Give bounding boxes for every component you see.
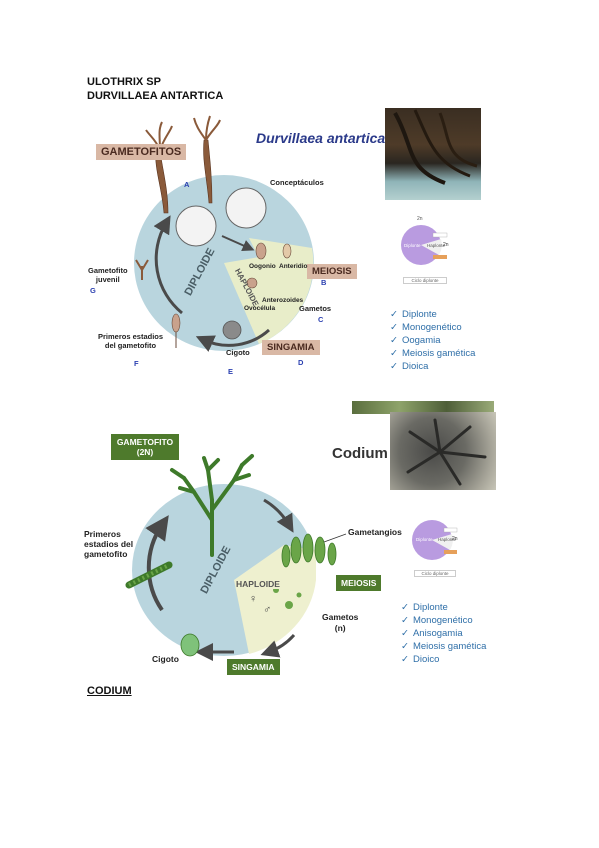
letter-d: D <box>298 358 304 367</box>
header-title-2: DURVILLAEA ANTARTICA <box>87 90 224 102</box>
codium-features: ✓Diplonte ✓Monogenético ✓Anisogamia ✓Mei… <box>401 601 486 666</box>
label-anterozoides: Anterozoides <box>262 297 304 304</box>
feature-item: ✓Diplonte <box>390 309 437 320</box>
label-primeros: Primeros estadios del gametofito <box>98 332 164 350</box>
codium-haploid-wedge <box>234 580 316 654</box>
mini-pie-1 <box>401 225 448 265</box>
tag-gametofitos: GAMETOFITOS <box>96 144 187 160</box>
feature-item: ✓Oogamia <box>390 335 441 346</box>
codium-cycle-svg <box>125 454 347 661</box>
feature-item: ✓Anisogamia <box>401 628 463 639</box>
mini1-top: 2n <box>417 216 423 222</box>
letter-c: C <box>318 315 324 324</box>
letter-b: B <box>321 278 327 287</box>
codium-photo-svg <box>406 418 487 486</box>
mini2-diplonte: Diplonte <box>416 537 433 542</box>
mini2-2n: 2n <box>452 536 458 542</box>
zygote <box>222 320 242 340</box>
durvillaea-cycle-mini: 2n Diplonte Haplonte 2n Ciclo diplonte <box>399 213 449 289</box>
feature-item: ✓Monogenético <box>390 322 462 333</box>
codium-thallus <box>170 454 254 557</box>
codium-tag-singamia: SINGAMIA <box>227 659 280 675</box>
female-icon: ♀ <box>249 593 258 605</box>
label-oogonio: Oogonio <box>249 263 276 270</box>
codium-tag-meiosis: MEIOSIS <box>336 575 382 591</box>
mini2-haplonte: Haplonte <box>438 537 457 542</box>
durvillaea-features: ✓Diplonte ✓Monogenético ✓Oogamia ✓Meiosi… <box>390 308 475 373</box>
check-icon: ✓ <box>390 361 398 372</box>
tag-meiosis: MEIOSIS <box>307 264 357 279</box>
check-icon: ✓ <box>390 322 398 333</box>
tag-singamia: SINGAMIA <box>262 340 320 355</box>
codium-label-primeros: Primeros estadios del gametofito <box>84 529 134 559</box>
check-icon: ✓ <box>401 602 409 613</box>
feature-item: ✓Dioico <box>401 654 440 665</box>
check-icon: ✓ <box>401 654 409 665</box>
codium-photo-strip <box>352 401 494 414</box>
check-icon: ✓ <box>390 335 398 346</box>
mini1-diplonte: Diplonte <box>404 243 421 248</box>
durvillaea-cycle-svg <box>134 115 314 352</box>
label-gametofito-juvenil: Gametofito juvenil <box>88 266 128 284</box>
feature-item: ✓Meiosis gamética <box>390 348 476 359</box>
check-icon: ✓ <box>401 641 409 652</box>
feature-item: ✓Dioica <box>390 361 429 372</box>
durvillaea-diagram: GAMETOFITOS MEIOSIS SINGAMIA Conceptácul… <box>84 108 384 378</box>
label-conceptaculos: Conceptáculos <box>270 178 324 187</box>
codium-photo <box>390 412 496 490</box>
label-gametos: Gametos <box>299 304 332 313</box>
codium-heading: CODIUM <box>87 685 132 697</box>
mini2-caption: Ciclo diplonte <box>414 570 456 577</box>
mini1-haplonte: Haplonte <box>427 243 446 248</box>
codium-label-gametos: Gametos (n) <box>322 612 359 633</box>
letter-a: A <box>184 180 190 189</box>
male-icon: ♂ <box>263 604 272 616</box>
tag-gametofito-2n: GAMETOFITO (2N) <box>111 434 179 460</box>
codium-diagram: GAMETOFITO (2N) MEIOSIS SINGAMIA Gametan… <box>84 430 402 675</box>
letter-g: G <box>90 286 96 295</box>
gametangia <box>281 533 337 568</box>
durvillaea-title: Durvillaea antartica <box>256 130 386 146</box>
feature-item: ✓Diplonte <box>401 602 448 613</box>
label-ovocelula: Ovocélula <box>244 305 276 312</box>
check-icon: ✓ <box>401 628 409 639</box>
label-cigoto: Cigoto <box>226 348 250 357</box>
durvillaea-photo <box>385 108 481 200</box>
kelp-svg <box>393 109 478 185</box>
check-icon: ✓ <box>401 615 409 626</box>
conceptacle-male <box>225 187 267 229</box>
feature-item: ✓Monogenético <box>401 615 473 626</box>
feature-item: ✓Meiosis gamética <box>401 641 487 652</box>
mini-pie-2 <box>412 520 458 560</box>
conceptacle-female <box>175 205 217 247</box>
codium-label-gametangios: Gametangios <box>348 527 402 537</box>
codium-zygote <box>180 633 200 657</box>
check-icon: ✓ <box>390 348 398 359</box>
label-anteridio: Anteridio <box>279 263 308 270</box>
codium-cycle-mini: Diplonte Haplonte 2n Ciclo diplonte <box>410 512 458 582</box>
mini1-caption: Ciclo diplonte <box>403 277 447 284</box>
check-icon: ✓ <box>390 309 398 320</box>
codium-title: Codium <box>332 445 388 462</box>
letter-f: F <box>134 359 139 368</box>
mini1-2n: 2n <box>443 242 449 248</box>
codium-label-haploide: HAPLOIDE <box>236 579 280 589</box>
codium-label-cigoto: Cigoto <box>152 654 179 664</box>
letter-e: E <box>228 367 234 376</box>
header-title-1: ULOTHRIX SP <box>87 76 161 88</box>
